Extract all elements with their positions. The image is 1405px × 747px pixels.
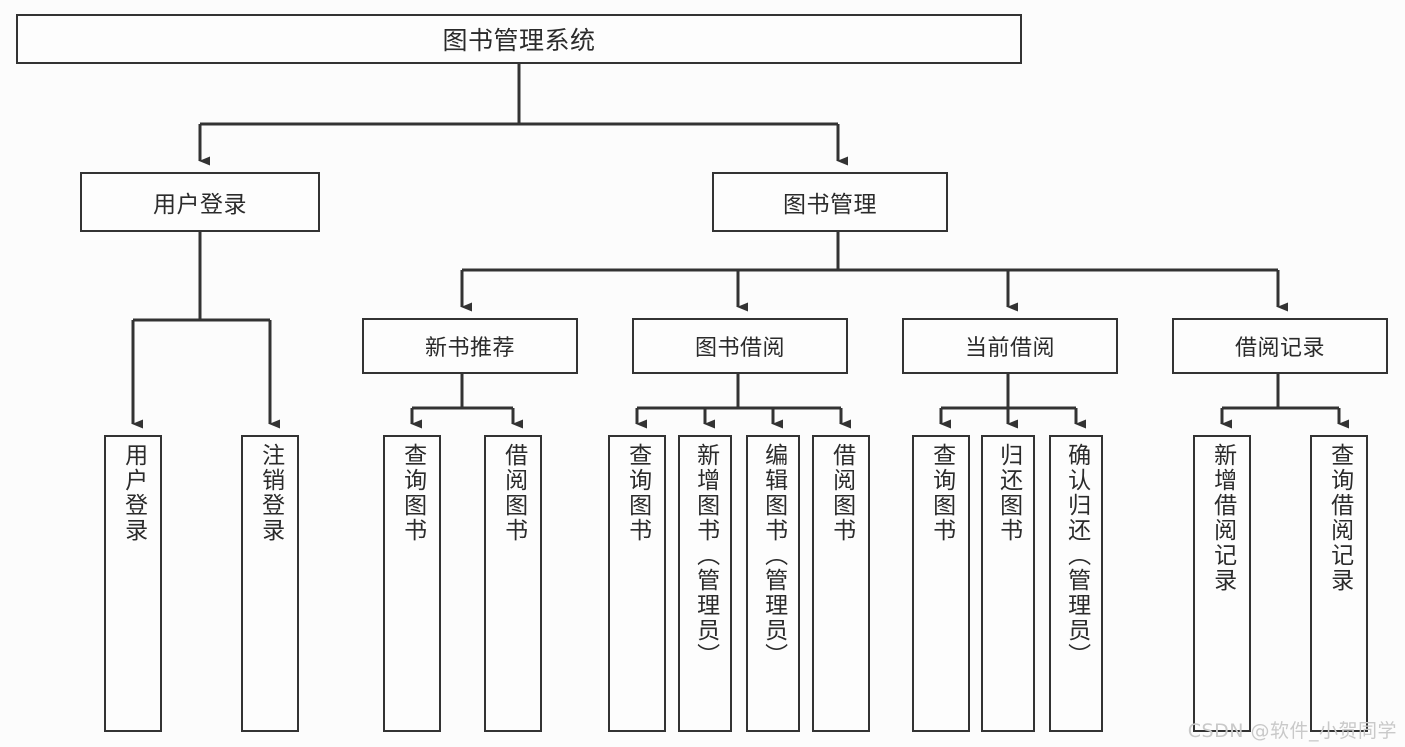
node-label: 借阅图书 [500, 443, 527, 543]
node-label: 查询图书 [399, 443, 426, 543]
node-label: 用户登录 [153, 192, 247, 218]
node-book-management[interactable]: 图书管理 [712, 172, 948, 232]
node-label: 查询图书 [624, 443, 651, 543]
leaf-borrow-book[interactable]: 借阅图书 [812, 435, 870, 732]
node-label: 注销登录 [257, 443, 284, 543]
node-borrow-records[interactable]: 借阅记录 [1172, 318, 1388, 374]
leaf-return-book[interactable]: 归还图书 [981, 435, 1035, 732]
node-label: 新书推荐 [424, 336, 515, 361]
node-label: 新增借阅记录 [1209, 443, 1236, 593]
leaf-query-book-current[interactable]: 查询图书 [912, 435, 970, 732]
node-label: 当前借阅 [964, 336, 1055, 361]
leaf-query-book-recommend[interactable]: 查询图书 [383, 435, 441, 732]
watermark-text: CSDN @软件_小贺同学 [1187, 720, 1397, 742]
node-label: 图书借阅 [694, 336, 785, 361]
node-user-login[interactable]: 用户登录 [80, 172, 320, 232]
node-label: 归还图书 [995, 443, 1022, 543]
node-label: 确认归还（管理员） [1063, 443, 1090, 668]
node-label: 图书管理系统 [442, 26, 596, 55]
leaf-edit-book-admin[interactable]: 编辑图书（管理员） [746, 435, 800, 732]
node-current-borrow[interactable]: 当前借阅 [902, 318, 1118, 374]
node-label: 编辑图书（管理员） [760, 443, 787, 668]
node-label: 图书管理 [783, 192, 877, 218]
node-label: 新增图书（管理员） [692, 443, 719, 668]
leaf-add-book-admin[interactable]: 新增图书（管理员） [678, 435, 732, 732]
leaf-add-borrow-record[interactable]: 新增借阅记录 [1193, 435, 1251, 732]
node-root-system[interactable]: 图书管理系统 [16, 14, 1022, 64]
node-new-book-recommend[interactable]: 新书推荐 [362, 318, 578, 374]
leaf-user-login[interactable]: 用户登录 [104, 435, 162, 732]
node-label: 查询借阅记录 [1326, 443, 1353, 593]
node-book-borrow[interactable]: 图书借阅 [632, 318, 848, 374]
node-label: 借阅记录 [1234, 336, 1325, 361]
leaf-borrow-book-recommend[interactable]: 借阅图书 [484, 435, 542, 732]
leaf-query-book-borrow[interactable]: 查询图书 [608, 435, 666, 732]
leaf-logout[interactable]: 注销登录 [241, 435, 299, 732]
leaf-confirm-return-admin[interactable]: 确认归还（管理员） [1049, 435, 1103, 732]
node-label: 用户登录 [120, 443, 147, 543]
leaf-query-borrow-record[interactable]: 查询借阅记录 [1310, 435, 1368, 732]
node-label: 借阅图书 [828, 443, 855, 543]
node-label: 查询图书 [928, 443, 955, 543]
